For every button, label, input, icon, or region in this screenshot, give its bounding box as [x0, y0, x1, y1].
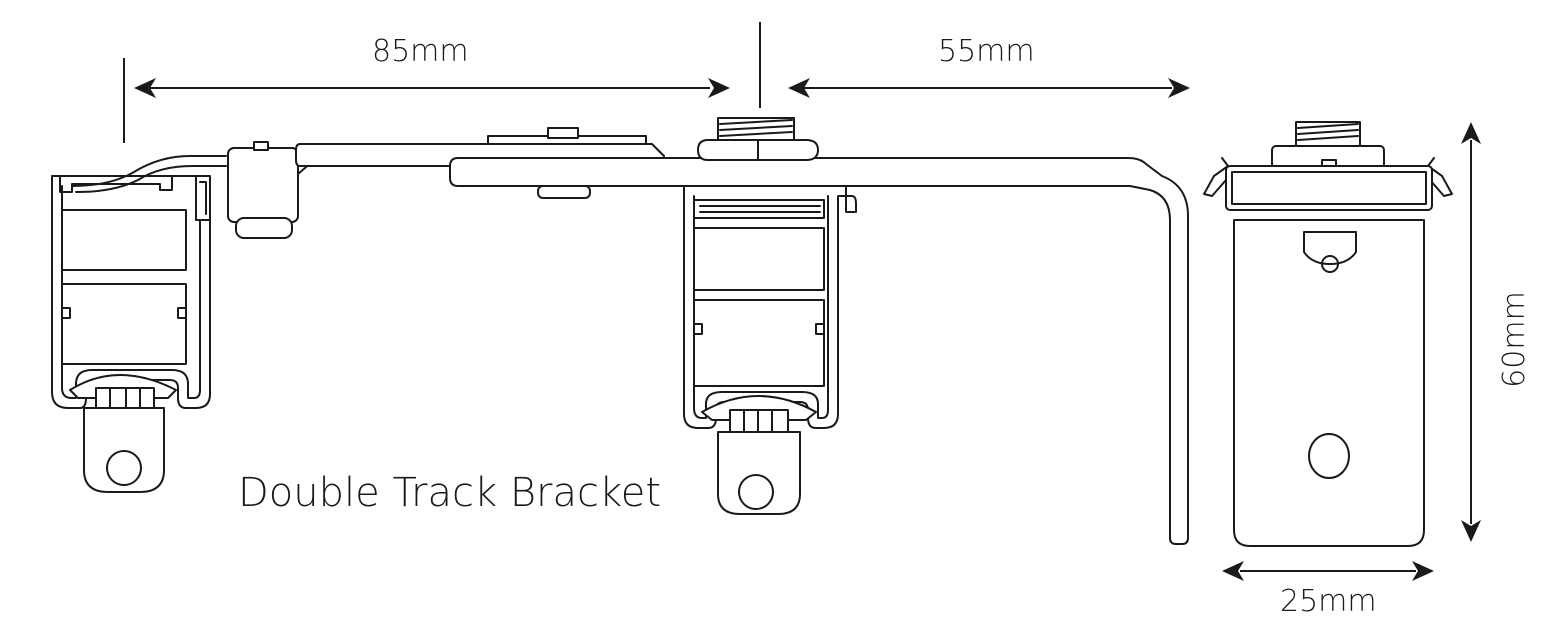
dimension-25mm-label: 25mm: [1280, 584, 1377, 619]
front-bolt: [697, 117, 819, 161]
rear-track-clip: [71, 155, 227, 221]
dimension-85mm-label: 85mm: [372, 34, 469, 69]
dimension-55mm-label: 55mm: [938, 34, 1035, 69]
dimension-85mm-arrow: [123, 58, 730, 143]
front-track: [683, 185, 857, 515]
main-arm: [449, 157, 1189, 545]
diagram-title: Double Track Bracket: [238, 470, 662, 516]
dimension-25mm-arrow: [1222, 561, 1434, 581]
dimension-55mm-arrow: [788, 78, 1190, 98]
side-view: [1203, 121, 1453, 547]
clamp-block: [227, 141, 313, 239]
dimension-60mm-label: 60mm: [1496, 291, 1532, 388]
rear-track: [51, 175, 211, 493]
dimension-60mm-arrow: [1461, 122, 1481, 542]
